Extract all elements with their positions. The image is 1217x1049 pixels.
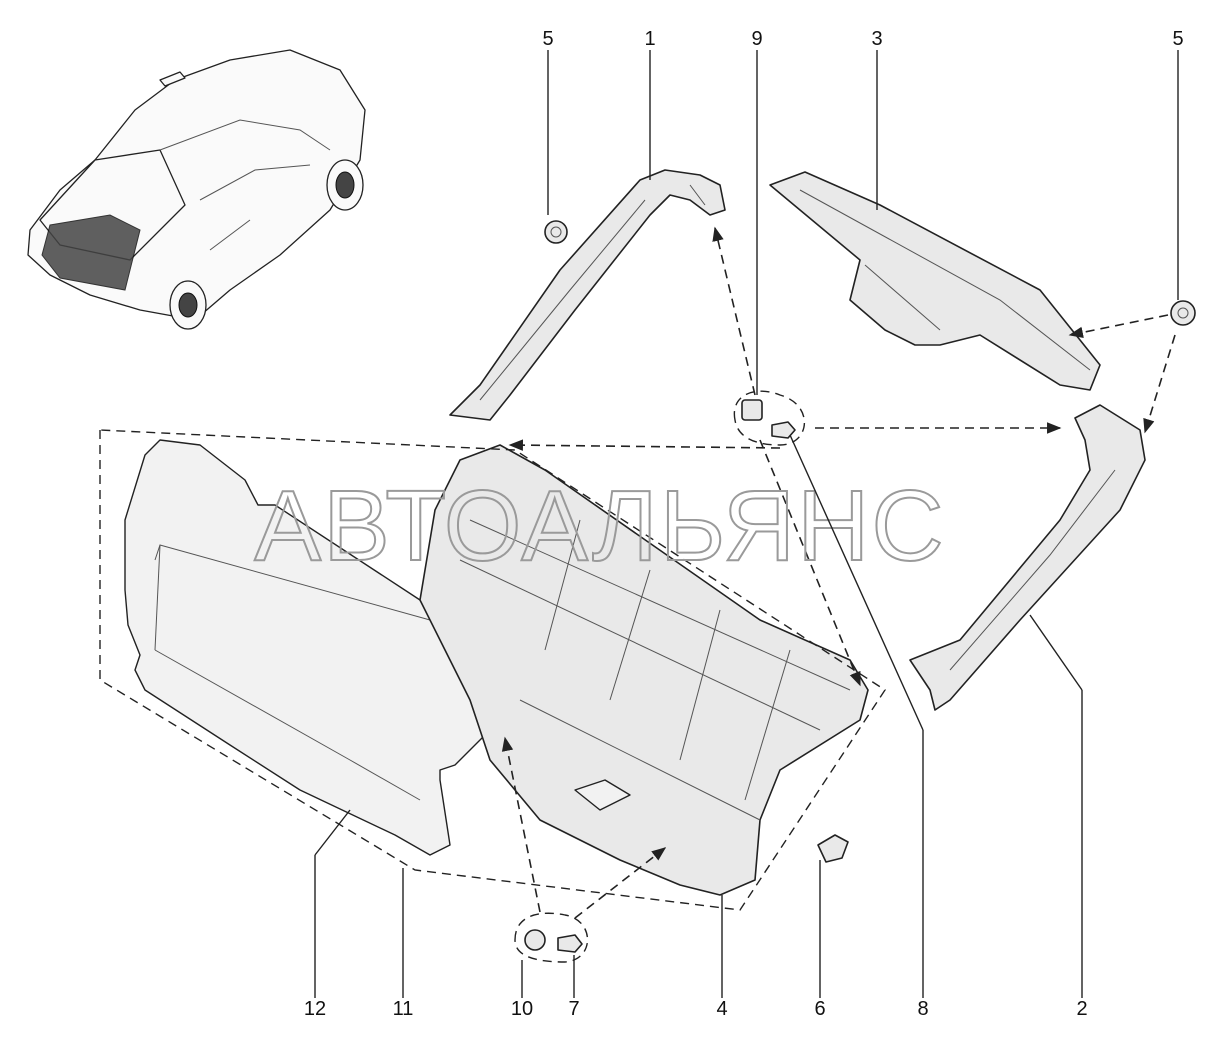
callout-9: 9: [751, 28, 762, 50]
callout-2: 2: [1076, 998, 1087, 1020]
arrow-9-to-1: [712, 226, 756, 396]
part-10-nut: [524, 929, 546, 951]
part-9-nut: [741, 399, 763, 421]
arrow-5-to-2: [1143, 334, 1176, 434]
callout-6: 6: [814, 998, 825, 1020]
arrow-5-to-3: [1068, 314, 1169, 339]
callout-12: 12: [304, 998, 326, 1020]
part-7-screw: [557, 934, 583, 953]
part-5-clip-right: [1170, 300, 1196, 326]
arrow-9-to-4: [508, 439, 781, 451]
callout-4: 4: [716, 998, 727, 1020]
part-5-clip-left: [544, 220, 568, 244]
callout-3: 3: [871, 28, 882, 50]
callout-5-right: 5: [1172, 28, 1183, 50]
part-8-screw: [771, 421, 796, 439]
group-outline-fasteners-bottom: [514, 912, 589, 963]
part-1-left-pillar-trim: [449, 169, 726, 421]
callout-11: 11: [393, 998, 414, 1020]
callout-8: 8: [917, 998, 928, 1020]
group-outline-fasteners-top: [733, 390, 806, 446]
watermark-text: АВТОАЛЬЯНС: [254, 470, 945, 582]
callout-5-left: 5: [542, 28, 553, 50]
part-2-right-pillar-trim: [909, 404, 1146, 711]
group-outline-panel-and-pad: [99, 429, 886, 911]
callout-7: 7: [568, 998, 579, 1020]
part-4-trunk-lid-panel: [419, 444, 869, 896]
callout-10: 10: [511, 998, 533, 1020]
leader-lines: [314, 50, 1179, 998]
part-3-upper-trim-panel: [769, 171, 1101, 391]
part-6-push-clip: [817, 834, 849, 863]
callout-1: 1: [644, 28, 655, 50]
car-overview-illustration: [27, 49, 366, 330]
arrow-7-to-4: [574, 847, 667, 919]
